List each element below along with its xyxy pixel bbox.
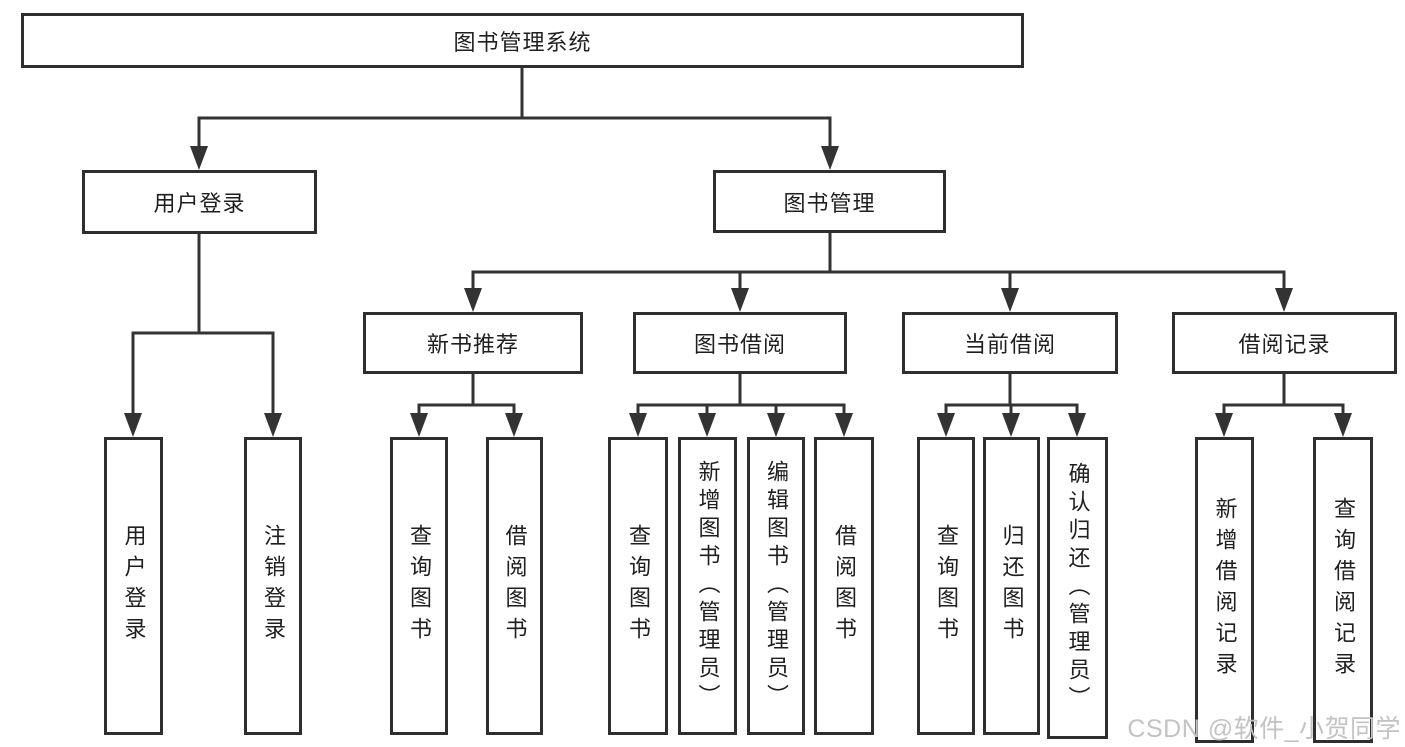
leaf-current-confirm-return-label: 确认归还（管理员） (1065, 462, 1091, 714)
branch-current-borrow (937, 374, 1086, 437)
leaf-records-add-record: 新增借阅记录 (1195, 437, 1254, 743)
node-user-login: 用户登录 (82, 170, 317, 234)
arrow-icon (1002, 413, 1020, 437)
leaf-current-query-book-label: 查询图书 (934, 524, 959, 648)
arrow-icon (1215, 413, 1233, 437)
leaf-recommend-borrow-book-label: 借阅图书 (502, 524, 528, 648)
leaf-recommend-query-book: 查询图书 (390, 437, 448, 735)
node-root: 图书管理系统 (21, 13, 1024, 68)
node-current-borrow-label: 当前借阅 (963, 332, 1056, 357)
arrow-icon (821, 146, 839, 170)
branch-root-to-level1 (190, 68, 839, 170)
leaf-records-add-record-label: 新增借阅记录 (1212, 497, 1238, 683)
arrow-icon (1068, 413, 1086, 437)
node-new-book-recommend-label: 新书推荐 (426, 332, 519, 357)
node-current-borrow: 当前借阅 (902, 312, 1118, 374)
arrow-icon (767, 413, 785, 437)
arrow-icon (264, 413, 282, 437)
leaf-user-login-label: 用户登录 (121, 524, 147, 648)
arrow-icon (124, 413, 142, 437)
arrow-icon (698, 413, 716, 437)
node-book-management-label: 图书管理 (783, 190, 876, 216)
branch-new-book-recommend (410, 374, 523, 437)
arrow-icon (937, 413, 955, 437)
leaf-borrow-add-book: 新增图书（管理员） (678, 437, 737, 735)
leaf-borrow-borrow-book-label: 借阅图书 (832, 524, 857, 648)
leaf-records-query-record: 查询借阅记录 (1313, 437, 1373, 743)
leaf-borrow-query-book: 查询图书 (608, 437, 668, 735)
branch-borrow-records (1215, 374, 1352, 437)
arrow-icon (731, 288, 749, 312)
arrow-icon (1334, 413, 1352, 437)
arrow-icon (190, 146, 208, 170)
leaf-borrow-edit-book-label: 编辑图书（管理员） (764, 460, 789, 712)
node-borrow-records-label: 借阅记录 (1238, 332, 1331, 357)
node-book-borrow: 图书借阅 (633, 312, 847, 374)
leaf-current-return-book-label: 归还图书 (999, 524, 1025, 648)
node-book-borrow-label: 图书借阅 (693, 332, 786, 357)
leaf-borrow-borrow-book: 借阅图书 (814, 437, 874, 735)
branch-book-management (464, 233, 1293, 312)
leaf-current-return-book: 归还图书 (983, 437, 1040, 735)
leaf-records-query-record-label: 查询借阅记录 (1331, 497, 1356, 683)
arrow-icon (629, 413, 647, 437)
csdn-watermark: CSDN @软件_小贺同学 (1127, 715, 1401, 743)
leaf-borrow-edit-book: 编辑图书（管理员） (747, 437, 805, 735)
node-book-management: 图书管理 (713, 170, 946, 233)
arrow-icon (464, 288, 482, 312)
arrow-icon (505, 413, 523, 437)
node-user-login-label: 用户登录 (153, 191, 246, 216)
leaf-current-confirm-return: 确认归还（管理员） (1047, 437, 1108, 739)
branch-book-borrow (629, 374, 853, 437)
leaf-logout: 注销登录 (244, 437, 302, 735)
node-borrow-records: 借阅记录 (1172, 312, 1397, 374)
arrow-icon (1001, 288, 1019, 312)
leaf-borrow-query-book-label: 查询图书 (626, 524, 651, 648)
leaf-recommend-borrow-book: 借阅图书 (486, 437, 543, 735)
branch-user-login (124, 234, 282, 437)
arrow-icon (835, 413, 853, 437)
node-new-book-recommend: 新书推荐 (363, 312, 583, 374)
leaf-borrow-add-book-label: 新增图书（管理员） (695, 460, 721, 712)
leaf-recommend-query-book-label: 查询图书 (407, 524, 432, 648)
leaf-user-login: 用户登录 (104, 437, 163, 735)
arrow-icon (1275, 288, 1293, 312)
leaf-current-query-book: 查询图书 (917, 437, 975, 735)
node-root-label: 图书管理系统 (453, 29, 592, 55)
arrow-icon (410, 413, 428, 437)
leaf-logout-label: 注销登录 (261, 524, 286, 648)
